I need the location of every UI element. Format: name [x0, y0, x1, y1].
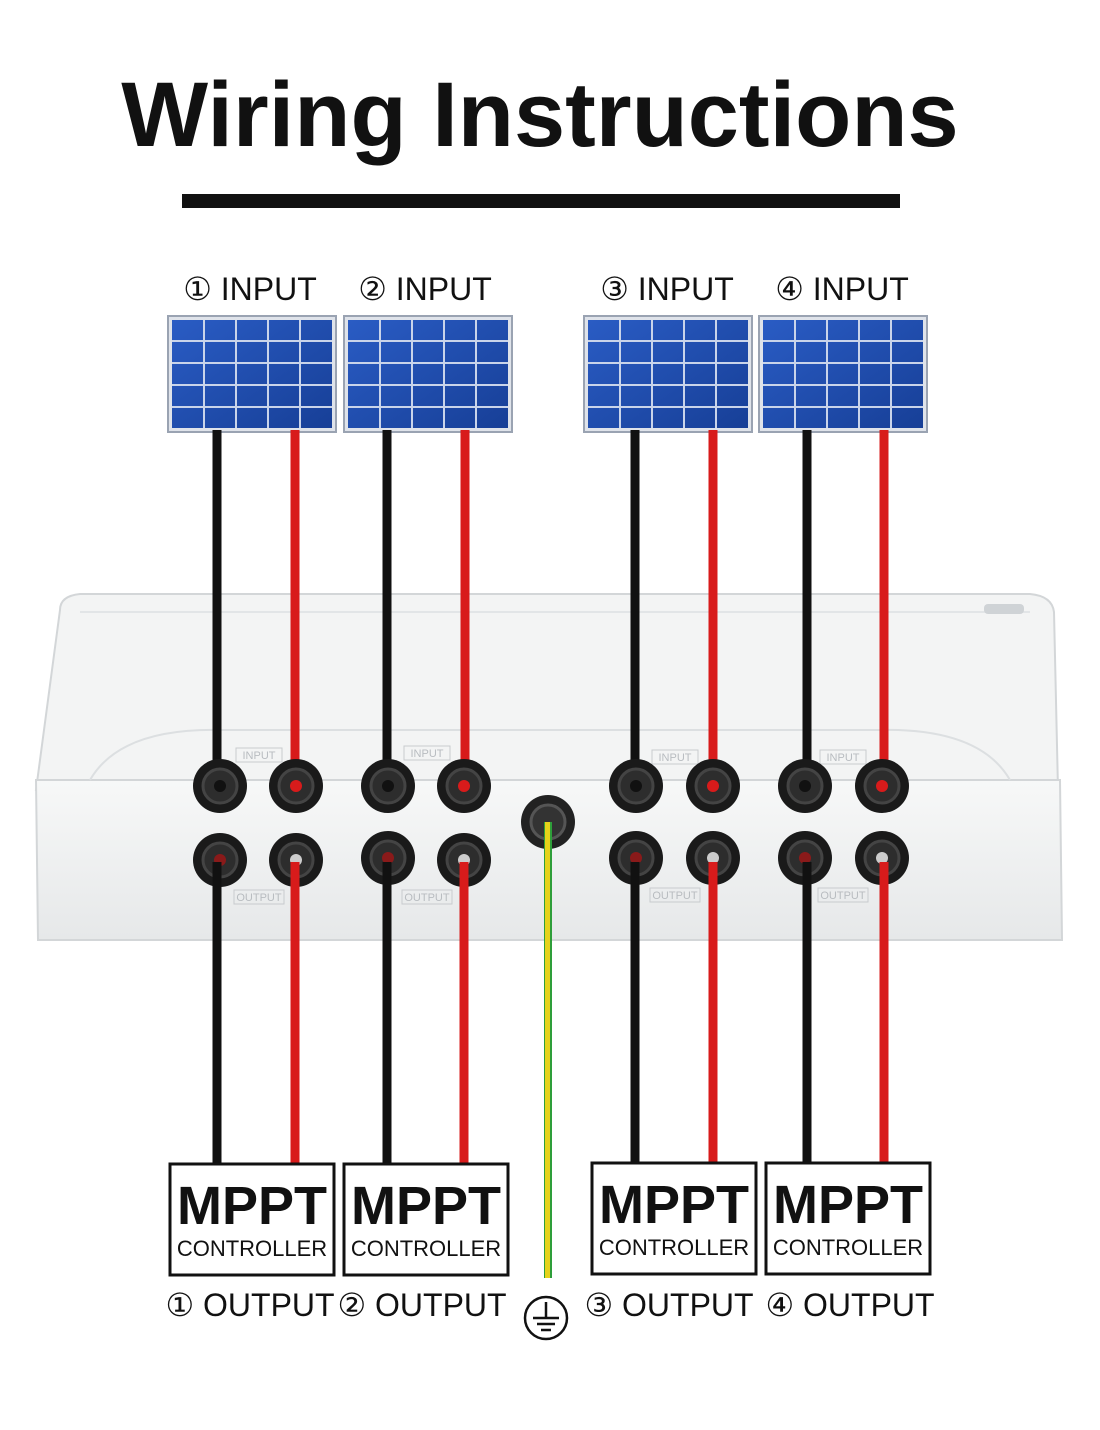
solar-panel-icon: [758, 315, 928, 433]
output-wires: [212, 862, 889, 1165]
port-label-input: INPUT: [243, 750, 276, 762]
page-title: Wiring Instructions: [121, 64, 958, 166]
controllers: MPPT CONTROLLER MPPT CONTROLLER MPPT CON…: [168, 1161, 932, 1277]
port-label-output: OUTPUT: [820, 890, 866, 902]
ground-icon: [523, 1295, 569, 1341]
solar-panel-icon: [583, 315, 753, 433]
controller-name: MPPT: [351, 1176, 501, 1236]
input-label-1: ① INPUT: [183, 271, 317, 307]
box-port-labels: INPUT INPUT INPUT INPUT OUTPUT OUTPUT OU…: [233, 745, 869, 905]
mppt-controller-2: MPPT CONTROLLER: [342, 1162, 510, 1277]
mc4-connector-icon: [686, 831, 740, 885]
port-label-input: INPUT: [659, 752, 692, 764]
ground-wire: [544, 822, 552, 1278]
output-label-2: ② OUTPUT: [337, 1287, 506, 1323]
port-label-output: OUTPUT: [652, 890, 698, 902]
input-label-4: ④ INPUT: [775, 271, 909, 307]
mc4-connector-icon: [193, 833, 247, 887]
mppt-controller-3: MPPT CONTROLLER: [590, 1161, 758, 1276]
controller-name: MPPT: [773, 1175, 923, 1235]
mc4-connector-icon: [855, 759, 909, 813]
solar-panel-icon: [167, 315, 337, 433]
mc4-connector-icon: [778, 759, 832, 813]
solar-panel-icon: [343, 315, 513, 433]
input-label-2: ② INPUT: [358, 271, 492, 307]
input-labels: ① INPUT ② INPUT ③ INPUT ④ INPUT: [183, 271, 909, 307]
controller-name: MPPT: [177, 1176, 327, 1236]
mc4-connector-icon: [269, 759, 323, 813]
mc4-connector-icon: [193, 759, 247, 813]
port-label-input: INPUT: [411, 748, 444, 760]
connectors: [193, 759, 909, 887]
title-underline: [182, 194, 900, 208]
output-label-3: ③ OUTPUT: [584, 1287, 753, 1323]
box-latch: [984, 604, 1024, 614]
controller-sub: CONTROLLER: [351, 1236, 501, 1261]
controller-sub: CONTROLLER: [177, 1236, 327, 1261]
output-label-1: ① OUTPUT: [165, 1287, 334, 1323]
mc4-connector-icon: [269, 833, 323, 887]
mc4-connector-icon: [437, 759, 491, 813]
controller-sub: CONTROLLER: [773, 1235, 923, 1260]
mppt-controller-1: MPPT CONTROLLER: [168, 1162, 336, 1277]
output-labels: ① OUTPUT ② OUTPUT ③ OUTPUT ④ OUTPUT: [165, 1287, 934, 1323]
mc4-connector-icon: [778, 831, 832, 885]
mc4-connector-icon: [609, 759, 663, 813]
mppt-controller-4: MPPT CONTROLLER: [764, 1161, 932, 1276]
port-label-output: OUTPUT: [236, 892, 282, 904]
input-label-3: ③ INPUT: [600, 271, 734, 307]
port-label-output: OUTPUT: [404, 892, 450, 904]
mc4-connector-icon: [361, 759, 415, 813]
output-label-4: ④ OUTPUT: [765, 1287, 934, 1323]
solar-panels: [167, 315, 928, 433]
port-label-input: INPUT: [827, 752, 860, 764]
input-wires: [212, 430, 889, 786]
mc4-connector-icon: [686, 759, 740, 813]
controller-name: MPPT: [599, 1175, 749, 1235]
controller-sub: CONTROLLER: [599, 1235, 749, 1260]
